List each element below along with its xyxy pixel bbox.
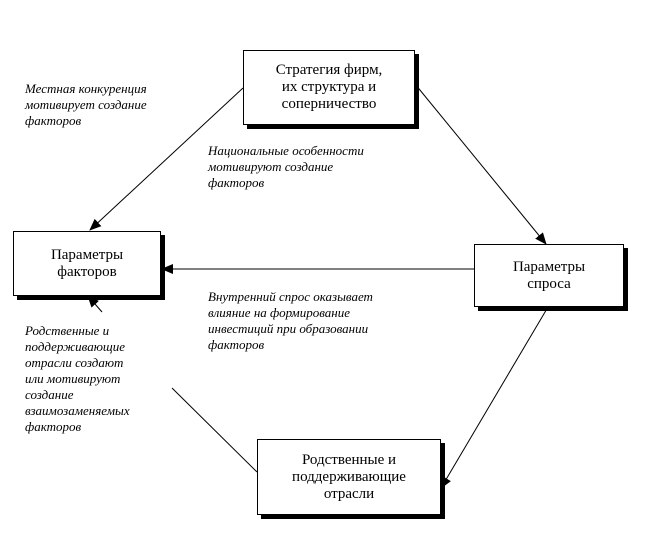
arrow-related-to-factors-upper xyxy=(87,295,103,313)
annotation-national-features: Национальные особенности мотивируют созд… xyxy=(208,143,364,190)
arrow-demand-related xyxy=(440,294,558,489)
annotation-related-industries: Родственные и поддерживающие отрасли соз… xyxy=(25,323,130,434)
annotation-domestic-demand: Внутренний спрос оказывает влияние на фо… xyxy=(208,289,373,352)
arrow-strategy-to-factors xyxy=(89,87,244,231)
node-related-industries: Родственные и поддерживающие отрасли xyxy=(257,439,441,515)
arrow-strategy-demand xyxy=(404,72,547,245)
node-firm-strategy: Стратегия фирм, их структура и соперниче… xyxy=(243,50,415,125)
annotation-local-competition: Местная конкуренция мотивирует создание … xyxy=(25,81,147,128)
arrow-related-to-factors-lower xyxy=(171,387,258,473)
node-demand-conditions: Параметры спроса xyxy=(474,244,624,307)
node-factor-conditions: Параметры факторов xyxy=(13,231,161,296)
